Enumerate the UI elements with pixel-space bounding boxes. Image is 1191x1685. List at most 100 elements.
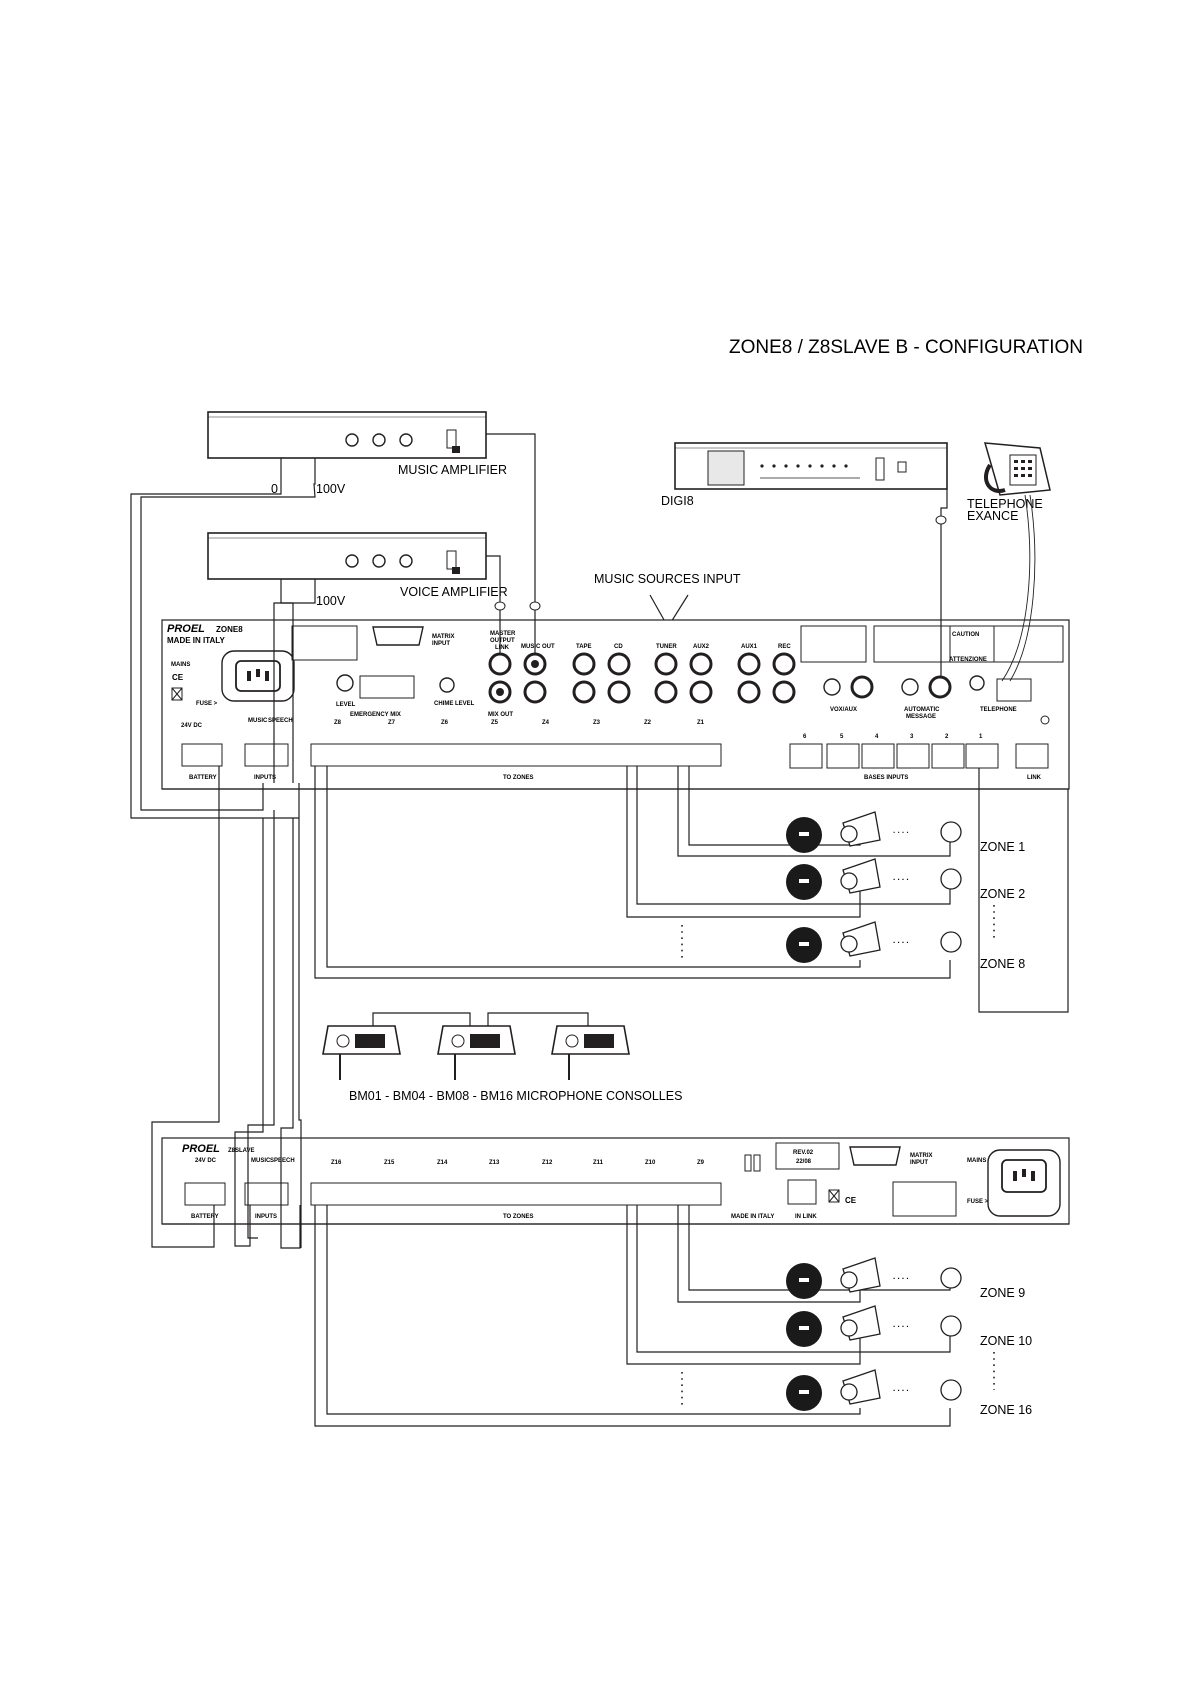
zone8-brand: PROEL	[167, 623, 205, 635]
zone8-inputs: INPUTS	[254, 775, 276, 781]
zone-16-speakers: . . . .	[786, 1369, 962, 1411]
svg-text:CD: CD	[614, 644, 623, 650]
svg-text:CE: CE	[172, 673, 184, 682]
svg-text:5: 5	[840, 734, 844, 740]
svg-text:Z9: Z9	[697, 1160, 705, 1166]
svg-text:CE: CE	[845, 1196, 857, 1205]
svg-text:TAPE: TAPE	[576, 644, 592, 650]
svg-text:6: 6	[803, 734, 807, 740]
svg-text:OUTPUT: OUTPUT	[490, 638, 515, 644]
telephone-icon	[983, 442, 1051, 496]
zone-1-label: ZONE 1	[980, 840, 1025, 854]
svg-text:1: 1	[979, 734, 983, 740]
svg-text:. . . .: . . . .	[893, 1384, 909, 1393]
svg-text:MADE IN ITALY: MADE IN ITALY	[731, 1214, 774, 1220]
zone-9-label: ZONE 9	[980, 1286, 1025, 1300]
svg-text:MASTER: MASTER	[490, 631, 516, 637]
svg-text:MUSIC: MUSIC	[248, 718, 268, 724]
svg-text:. . . .: . . . .	[893, 826, 909, 835]
svg-text:2: 2	[945, 734, 949, 740]
zone-8-speakers: . . . .	[786, 921, 962, 963]
zone-2-label: ZONE 2	[980, 887, 1025, 901]
svg-text:SPEECH: SPEECH	[268, 718, 293, 724]
svg-text:4: 4	[875, 734, 879, 740]
svg-text:Z14: Z14	[437, 1160, 448, 1166]
svg-text:. . . .: . . . .	[893, 873, 909, 882]
zone-10-label: ZONE 10	[980, 1334, 1032, 1348]
svg-text:FUSE >: FUSE >	[967, 1199, 989, 1205]
svg-text:Z15: Z15	[384, 1160, 395, 1166]
z8slave-brand: PROEL	[182, 1143, 220, 1155]
zone8-matrix-input: MATRIX	[432, 634, 455, 640]
svg-text:INPUT: INPUT	[910, 1160, 928, 1166]
svg-text:ATTENZIONE: ATTENZIONE	[949, 657, 987, 663]
music-amp-out-100v: 100V	[316, 482, 346, 496]
svg-text:BATTERY: BATTERY	[191, 1214, 219, 1220]
svg-text:MUSIC OUT: MUSIC OUT	[521, 644, 555, 650]
svg-text:MAINS: MAINS	[967, 1158, 986, 1164]
svg-text:LEVEL: LEVEL	[336, 702, 356, 708]
svg-text:AUTOMATIC: AUTOMATIC	[904, 707, 940, 713]
svg-text:Z6: Z6	[441, 720, 449, 726]
svg-text:Z2: Z2	[644, 720, 652, 726]
svg-text:Z10: Z10	[645, 1160, 656, 1166]
zone-10-speakers: . . . .	[786, 1305, 962, 1347]
svg-text:Z7: Z7	[388, 720, 396, 726]
svg-text:MESSAGE: MESSAGE	[906, 714, 936, 720]
music-sources-label: MUSIC SOURCES INPUT	[594, 572, 741, 586]
svg-text:22/08: 22/08	[796, 1159, 812, 1165]
svg-text:Z4: Z4	[542, 720, 550, 726]
svg-text:TO ZONES: TO ZONES	[503, 1214, 534, 1220]
svg-text:IN LINK: IN LINK	[795, 1214, 817, 1220]
zone-2-speakers: . . . .	[786, 858, 962, 900]
svg-text:Z1: Z1	[697, 720, 705, 726]
svg-text:. . . .: . . . .	[893, 1272, 909, 1281]
digi8-label: DIGI8	[661, 494, 694, 508]
svg-text:Z13: Z13	[489, 1160, 500, 1166]
svg-text:TUNER: TUNER	[656, 644, 677, 650]
svg-text:Z16: Z16	[331, 1160, 342, 1166]
svg-text:MIX OUT: MIX OUT	[488, 712, 513, 718]
diagram-title: ZONE8 / Z8SLAVE B - CONFIGURATION	[729, 337, 1083, 358]
zone-9-speakers: . . . .	[786, 1257, 962, 1299]
svg-text:24V DC: 24V DC	[195, 1158, 217, 1164]
svg-text:SPEECH: SPEECH	[270, 1158, 295, 1164]
digi8-unit	[674, 442, 948, 490]
svg-text:LINK: LINK	[495, 645, 510, 651]
svg-text:. . . .: . . . .	[893, 1320, 909, 1329]
svg-text:. . . .: . . . .	[893, 936, 909, 945]
bases-inputs-ports	[789, 743, 999, 769]
zone8-power: 24V DC	[181, 723, 203, 729]
svg-text:Z12: Z12	[542, 1160, 553, 1166]
z8slave-model: Z8SLAVE	[228, 1148, 255, 1154]
telephone-label-2: EXANCE	[967, 509, 1018, 523]
music-amp-out-0: 0	[271, 482, 278, 496]
zone8-model: ZONE8	[216, 625, 243, 634]
zone8-mains: MAINS	[171, 662, 190, 668]
svg-text:TELEPHONE: TELEPHONE	[980, 707, 1017, 713]
microphone-consoles-label: BM01 - BM04 - BM08 - BM16 MICROPHONE CON…	[349, 1089, 682, 1103]
svg-text:Z8: Z8	[334, 720, 342, 726]
zone-16-label: ZONE 16	[980, 1403, 1032, 1417]
zone8-speaker-wiring	[314, 766, 1069, 1013]
voice-amplifier	[207, 532, 487, 580]
zone8-emergency-mix: EMERGENCY MIX	[350, 712, 401, 718]
microphone-consoles	[322, 1012, 630, 1080]
zone8-bases-inputs: BASES INPUTS	[864, 775, 908, 781]
zone8-fuse: FUSE >	[196, 701, 218, 707]
zone8-to-zones: TO ZONES	[503, 775, 534, 781]
zone-1-speakers: . . . .	[786, 811, 962, 853]
svg-text:INPUTS: INPUTS	[255, 1214, 277, 1220]
svg-text:3: 3	[910, 734, 914, 740]
svg-text:Z11: Z11	[593, 1160, 604, 1166]
zone8-panel: PROEL ZONE8 MADE IN ITALY MAINS FUSE > C…	[161, 619, 1070, 790]
svg-text:CHIME LEVEL: CHIME LEVEL	[434, 701, 475, 707]
telephone-label: TELEPHONE	[967, 497, 1043, 511]
svg-text:AUX1: AUX1	[741, 644, 758, 650]
zone8-battery: BATTERY	[189, 775, 217, 781]
music-amplifier	[207, 411, 487, 459]
svg-text:MUSIC: MUSIC	[251, 1158, 271, 1164]
svg-text:VOX/AUX: VOX/AUX	[830, 707, 857, 713]
svg-text:CAUTION: CAUTION	[952, 632, 979, 638]
voice-amplifier-label: VOICE AMPLIFIER	[400, 585, 508, 599]
